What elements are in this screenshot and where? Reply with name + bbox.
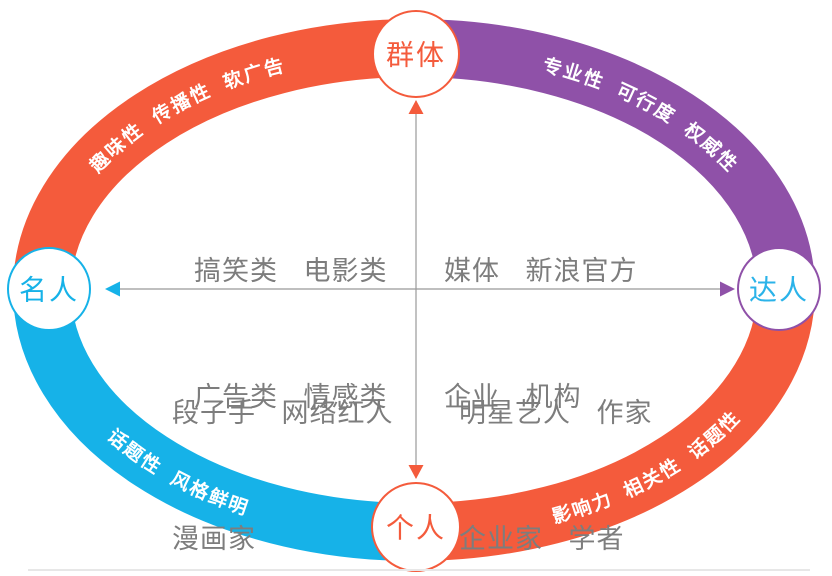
quadrant-line: 企业 机构: [444, 382, 582, 412]
quadrant-line: 媒体 新浪官方: [444, 256, 638, 286]
node-label-bottom: 个人: [386, 513, 446, 544]
node-label-right: 达人: [749, 275, 809, 306]
quadrant-text-bottom-right: 明星艺人 作家 企业家 学者: [459, 308, 653, 576]
quadrant-line: 段子手 网络红人: [172, 398, 394, 428]
arc-top-right: [385, 19, 815, 319]
quadrant-line: 搞笑类 电影类: [194, 256, 388, 286]
node-label-top: 群体: [386, 40, 446, 71]
axis-arrow-right-icon: [720, 281, 735, 297]
arc-top-left: [13, 19, 443, 319]
arc-bottom-right: [385, 261, 815, 561]
quadrant-line: 广告类 情感类: [194, 382, 388, 412]
quadrant-text-top-left: 搞笑类 电影类 广告类 情感类: [194, 166, 388, 502]
node-circle-left: [7, 247, 91, 331]
node-circle-right: [737, 247, 821, 331]
quadrant-line: 明星艺人 作家: [459, 398, 653, 428]
quadrant-text-bottom-left: 段子手 网络红人 漫画家: [172, 308, 394, 576]
bottom-border-line: [28, 569, 810, 571]
node-circle-bottom: [371, 482, 461, 572]
quadrant-line: 漫画家: [172, 524, 256, 554]
quadrant-line: 企业家 学者: [459, 524, 625, 554]
node-circle-top: [372, 10, 460, 98]
node-label-left: 名人: [19, 275, 79, 306]
axis-arrow-up-icon: [408, 100, 424, 114]
axis-arrow-left-icon: [105, 281, 120, 297]
axis-arrow-down-icon: [408, 465, 424, 479]
arc-bottom-left: [13, 261, 443, 561]
quadrant-text-top-right: 媒体 新浪官方 企业 机构: [444, 166, 638, 502]
